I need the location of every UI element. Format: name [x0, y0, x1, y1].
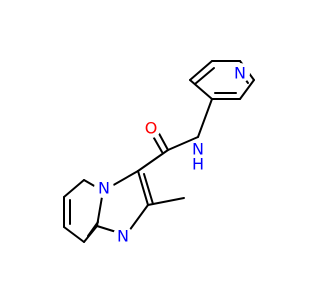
bond	[87, 221, 99, 237]
molecule-canvas: N N H O N N	[63, 60, 255, 246]
atom-labels: N N H O N N	[94, 63, 250, 246]
bond	[143, 173, 154, 205]
structure-diagram: N N H O N N	[63, 60, 255, 246]
bridgehead-nitrogen-label: N	[98, 179, 110, 198]
amide-hydrogen-label: H	[192, 155, 204, 174]
bond	[194, 67, 215, 85]
bond	[63, 179, 85, 198]
bond	[239, 79, 255, 100]
carbonyl-oxygen-label: O	[145, 119, 158, 138]
bond	[167, 136, 199, 151]
bond	[63, 226, 85, 243]
pyridine-nitrogen-label: N	[234, 64, 246, 83]
amide-nitrogen-label: N	[192, 140, 204, 159]
imidazopyridine-core	[63, 170, 185, 243]
bond	[137, 149, 169, 172]
bond	[189, 60, 213, 81]
bond	[137, 170, 149, 206]
bond	[189, 79, 213, 100]
imidazole-nitrogen-label: N	[117, 227, 129, 246]
bond	[147, 197, 185, 206]
bond	[197, 98, 213, 138]
